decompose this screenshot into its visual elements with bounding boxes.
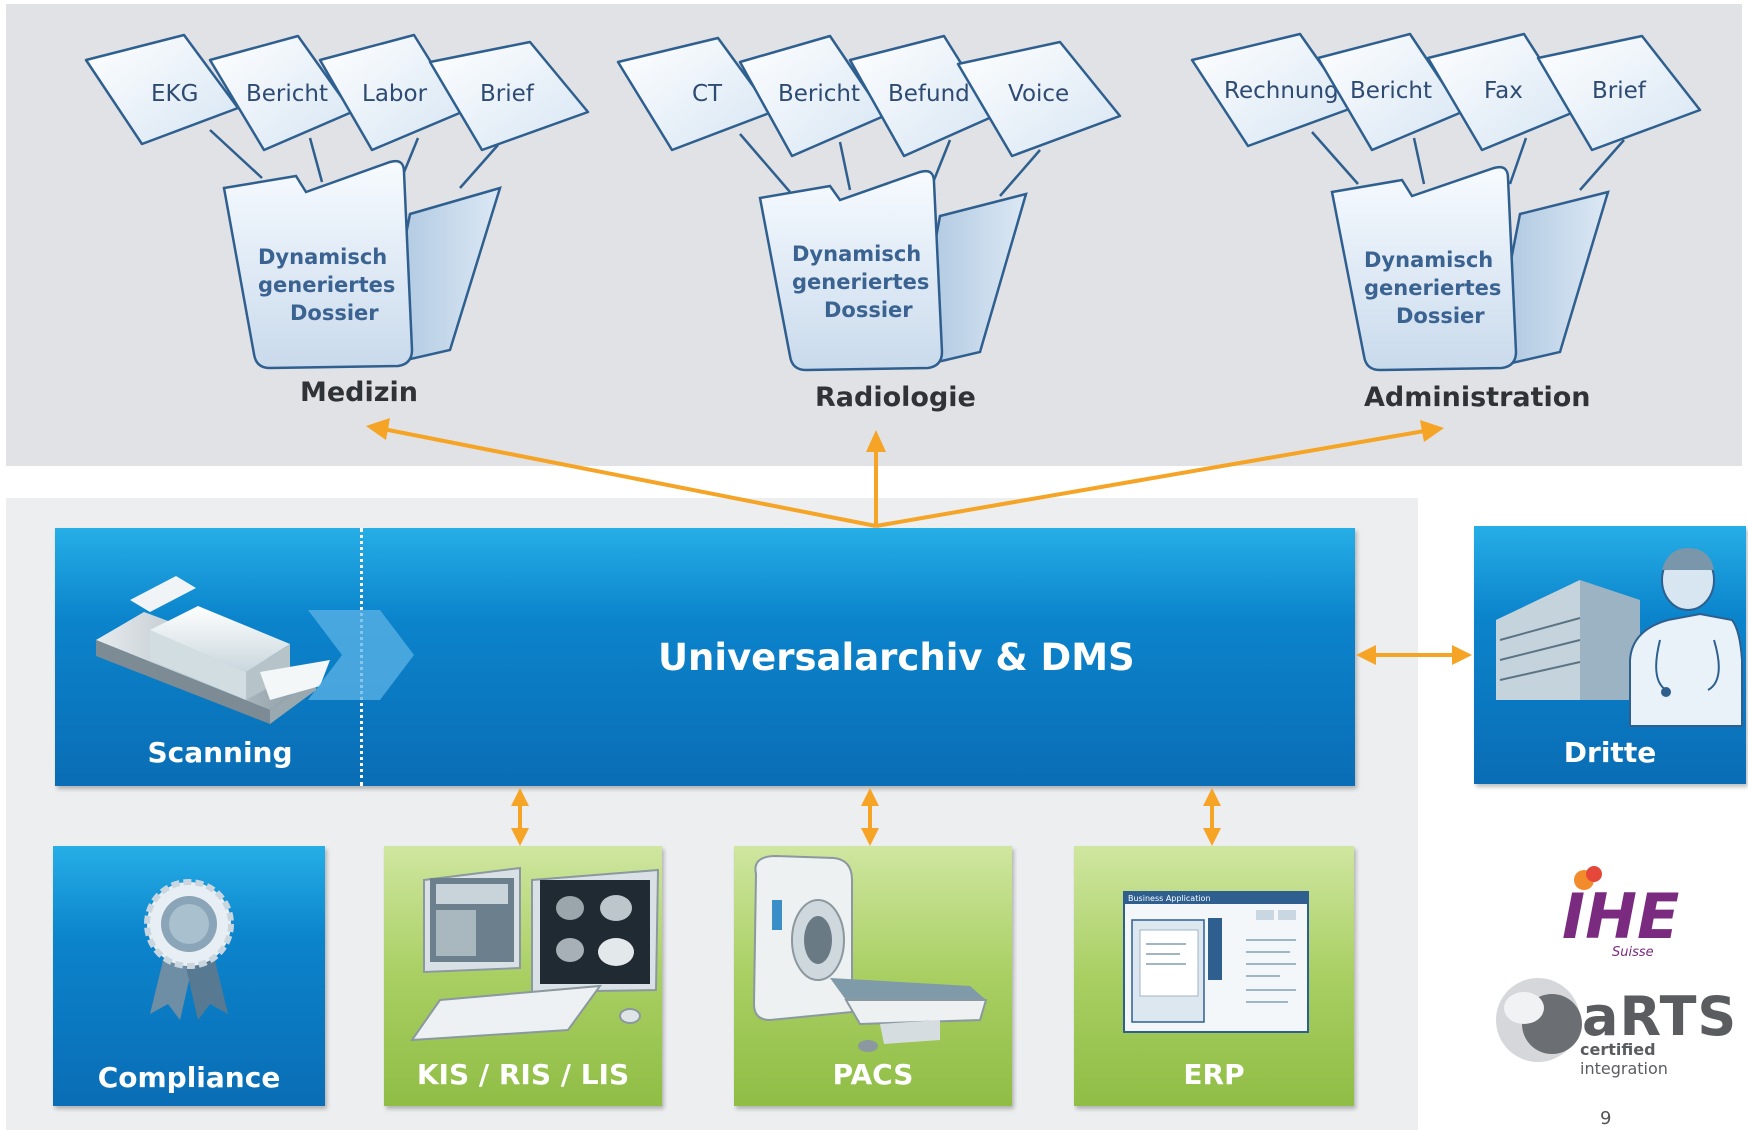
business-application-window-icon: Business Application [1123,891,1309,1033]
connector-lines [1311,131,1625,191]
workstation-icon [409,866,660,1042]
group-label-medizin: Medizin [300,377,418,408]
document-card: Brief [428,40,590,152]
group-administration: Dynamisch generiertes Dossier Rechnung B… [1190,32,1702,413]
document-label: Fax [1484,78,1523,104]
window-title: Business Application [1128,894,1211,903]
ct-scanner-icon [752,854,988,1052]
arts-logo-text: aRTS [1582,985,1738,1048]
document-label: Rechnung [1224,78,1339,104]
document-label: Befund [888,81,970,107]
folder-text-line2: generiertes [258,273,395,297]
document-card: CT [616,36,774,152]
pacs-label: PACS [832,1058,914,1091]
folder-text-line1: Dynamisch [258,245,387,269]
folder-text-line3: Dossier [1396,304,1485,328]
folder: Dynamisch generiertes Dossier [222,159,502,370]
folder-text-line1: Dynamisch [1364,248,1493,272]
ihe-logo: IHE [1562,866,1679,953]
document-card: Voice [956,40,1122,158]
document-card: Rechnung [1190,32,1354,148]
document-label: Bericht [1350,78,1432,104]
document-card: Brief [1536,34,1702,152]
arrow-group-top [366,418,1444,528]
page-number: 9 [1600,1108,1612,1129]
folder-text-line3: Dossier [824,298,913,322]
group-label-administration: Administration [1364,382,1591,413]
document-label: EKG [151,81,198,107]
document-label: Brief [480,81,535,107]
compliance-label: Compliance [97,1061,281,1094]
award-ribbon-icon [144,879,234,1020]
document-card: Bericht [208,34,354,152]
folder: Dynamisch generiertes Dossier [758,169,1028,372]
document-card: Bericht [738,34,886,158]
arts-tagline-bold: certified [1580,1040,1656,1059]
scanning-label: Scanning [147,736,293,769]
kis-ris-lis-label: KIS / RIS / LIS [416,1058,630,1091]
erp-label: ERP [1183,1058,1245,1091]
scanner-icon [96,576,330,724]
folder: Dynamisch generiertes Dossier [1330,165,1610,372]
document-label: Bericht [246,81,328,107]
dossier-diagram: Dynamisch generiertes Dossier EKG Berich… [84,32,1702,413]
hospital-doctor-icon [1496,548,1743,727]
group-medizin: Dynamisch generiertes Dossier EKG Berich… [84,33,590,408]
arrow-to-kis [511,788,529,846]
arrow-to-pacs [861,788,879,846]
arrow-to-erp [1203,788,1221,846]
folder-text-line1: Dynamisch [792,242,921,266]
folder-text-line3: Dossier [290,301,379,325]
ihe-suisse-label: Suisse [1612,945,1654,960]
arrow-to-dritte [1356,645,1472,665]
arts-tagline-rest: integration [1580,1059,1668,1078]
document-label: Voice [1008,81,1069,107]
document-card: Bericht [1316,32,1464,152]
arts-logo [1496,978,1582,1062]
chevron-right-icon [308,610,414,700]
group-label-radiologie: Radiologie [815,382,976,413]
document-label: Brief [1592,78,1647,104]
group-radiologie: Dynamisch generiertes Dossier CT Bericht… [616,34,1122,413]
arts-tagline: certified integration [1580,1040,1748,1078]
document-label: Labor [362,81,428,107]
ihe-logo-text: IHE [1562,880,1679,953]
document-label: CT [692,81,723,107]
folder-text-line2: generiertes [1364,276,1501,300]
main-title: Universalarchiv & DMS [658,636,1135,679]
document-label: Bericht [778,81,860,107]
folder-text-line2: generiertes [792,270,929,294]
dritte-label: Dritte [1563,736,1657,769]
